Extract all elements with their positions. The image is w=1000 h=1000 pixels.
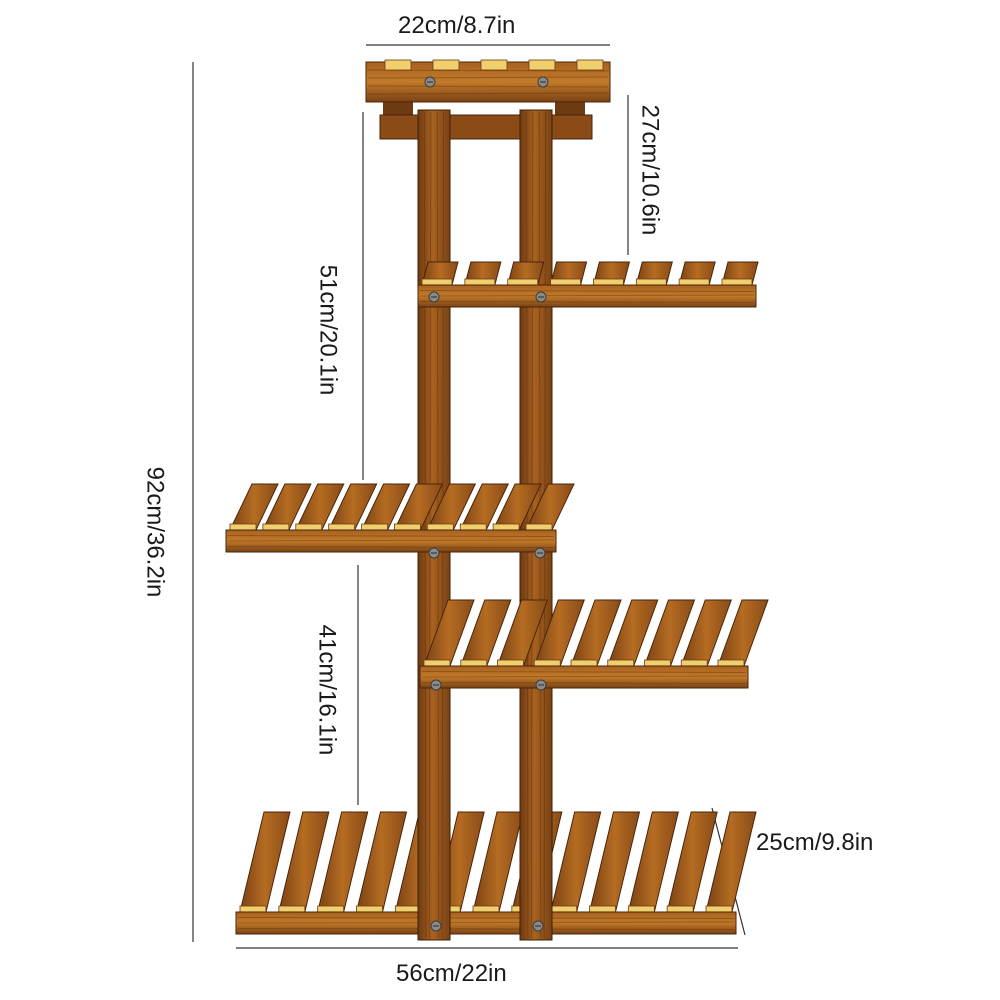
lower-gap-label: 41cm/16.1in <box>313 624 341 756</box>
top-back-rail <box>379 114 593 140</box>
tier2-shelf-slat-end <box>421 278 453 286</box>
tier3-shelf-slat-end <box>426 523 454 531</box>
tier2-shelf-slat-end <box>635 278 667 286</box>
tier4-shelf-rail-grain <box>421 675 747 678</box>
top-tier-height-label: 27cm/10.6in <box>636 104 664 236</box>
tier4-shelf-slat-end <box>717 659 745 667</box>
bottom-shelf-slat-end <box>666 905 694 913</box>
total-height-label: 92cm/36.2in <box>141 466 169 598</box>
bottom-shelf-slat-end <box>278 905 306 913</box>
upper-gap-label: 51cm/20.1in <box>314 264 342 396</box>
bottom-shelf-rail-grain <box>237 917 735 919</box>
top-width-label: 22cm/8.7in <box>398 12 516 39</box>
tier2-shelf-front-rail <box>417 284 757 308</box>
tier4-shelf-rail-grain <box>421 671 747 673</box>
tier4-shelf-slat-end <box>460 659 488 667</box>
bottom-shelf-slat-end <box>394 905 422 913</box>
tier4-shelf-slat-end <box>607 659 635 667</box>
tier3-shelf-slat-end <box>525 523 553 531</box>
tier3-shelf-slat-end <box>328 523 356 531</box>
tier3-shelf-slat-end <box>295 523 323 531</box>
tier2-shelf-slat-end <box>721 278 753 286</box>
bottom-shelf-front-rail <box>235 911 737 935</box>
tier4-shelf-front-rail <box>419 665 749 689</box>
tier4-shelf-slat-end <box>644 659 671 667</box>
tier4-shelf-slat-end <box>533 659 561 667</box>
tier3-shelf-slat-end <box>492 523 520 531</box>
tier2-shelf-rail-grain <box>419 290 755 292</box>
top-slat-end <box>528 59 556 71</box>
top-shelf-grain <box>367 92 609 95</box>
bottom-shelf-slat-end <box>705 905 733 913</box>
base-width-label: 56cm/22in <box>396 960 507 987</box>
depth-label: 25cm/9.8in <box>756 829 874 856</box>
bottom-shelf-slat-end <box>627 905 655 913</box>
tier2-shelf-rail-grain <box>419 301 755 303</box>
tier3-shelf-front-rail <box>225 529 557 553</box>
tier4-shelf-slat-end <box>497 659 524 667</box>
bottom-shelf-slat-end <box>239 905 267 913</box>
tier2-shelf-slat-end <box>593 278 624 286</box>
tier3-shelf-rail-grain <box>227 535 555 537</box>
tier2-shelf-slat-end <box>550 278 581 286</box>
tier2-shelf-slat-end <box>507 278 539 286</box>
tier3-shelf-slat-end <box>394 523 421 531</box>
bottom-shelf-slat-end <box>356 905 383 913</box>
post-grain <box>423 111 427 939</box>
bottom-shelf-slat-end <box>550 905 578 913</box>
tier3-shelf-rail-grain <box>227 539 555 542</box>
top-shelf-grain <box>367 85 609 88</box>
tier3-shelf-slat-end <box>262 523 290 531</box>
bottom-shelf-rail-grain <box>237 921 735 924</box>
tier3-shelf-slat-end <box>361 523 388 531</box>
top-slat-end <box>384 59 412 71</box>
top-slat-end <box>576 59 604 71</box>
tier2-shelf-rail-grain <box>419 294 755 297</box>
tier3-shelf-slat-end <box>459 523 487 531</box>
tier3-shelf-rail-grain <box>227 546 555 548</box>
bottom-shelf-slat-end <box>472 905 500 913</box>
tier4-shelf-slat-end <box>423 659 451 667</box>
bottom-shelf-rail-grain <box>237 928 735 930</box>
bottom-shelf-slat-end <box>317 905 345 913</box>
tier2-shelf-slat-end <box>678 278 710 286</box>
tier4-shelf-slat-end <box>570 659 598 667</box>
tier2-shelf-slat-end <box>464 278 496 286</box>
tier3-shelf-slat-end <box>229 523 257 531</box>
bottom-shelf-slat-end <box>589 905 616 913</box>
tier4-shelf-rail-grain <box>421 682 747 684</box>
top-shelf-grain <box>367 76 609 79</box>
plant-stand <box>225 59 769 941</box>
tier4-shelf-slat-end <box>680 659 708 667</box>
top-slat-end <box>432 59 460 71</box>
top-slat-end <box>480 59 508 71</box>
